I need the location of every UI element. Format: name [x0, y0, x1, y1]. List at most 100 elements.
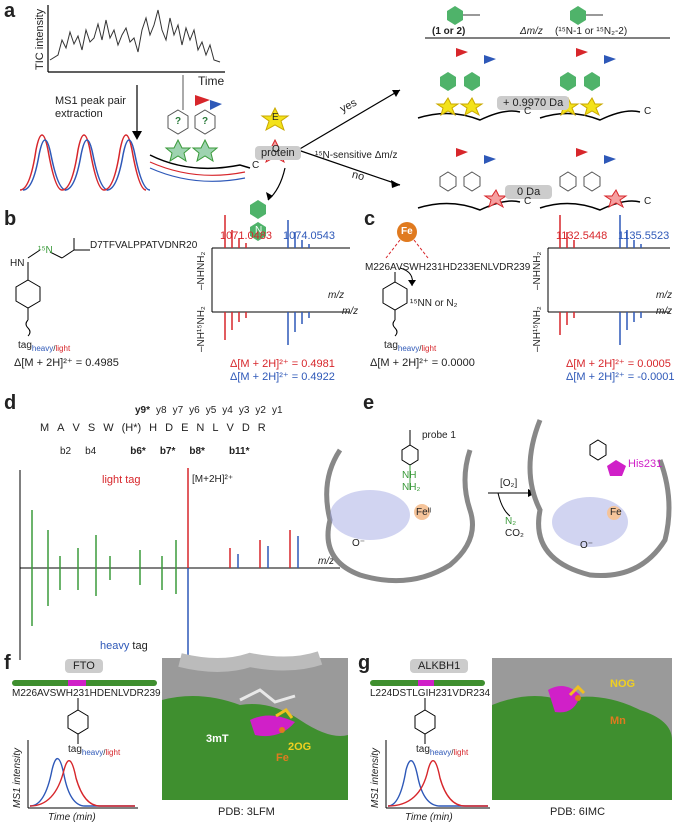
light-tag-label: light tag — [102, 474, 141, 486]
header-delta: Δm/z — [520, 26, 543, 37]
co2-label-e: CO₂ — [505, 528, 524, 539]
mz-blue-c: 1135.5523 — [618, 230, 670, 242]
ylabel-g: MS1 intensity — [370, 747, 381, 808]
fe2-label: Feᴵᴵ — [416, 507, 432, 518]
y-ion-row: y9* y8 y7 y6 y5 y4 y3 y2 y1 — [135, 405, 283, 416]
delta-blue-c: Δ[M + 2H]²⁺ = -0.0001 — [566, 371, 675, 383]
question-mark-2: ? — [202, 116, 209, 127]
residue: V — [226, 422, 234, 434]
fe-label-e: Fe — [610, 507, 622, 518]
mz-label-b-top: m/z — [328, 290, 345, 301]
delta-blue-b: Δ[M + 2H]²⁺ = 0.4922 — [230, 371, 335, 383]
delta-red-c: Δ[M + 2H]²⁺ = 0.0005 — [566, 358, 671, 370]
residue: E — [181, 422, 189, 434]
panel-label-a: a — [4, 0, 16, 22]
om-label-right: O⁻ — [580, 540, 594, 551]
residue: R — [257, 422, 266, 434]
panel-label-g: g — [358, 652, 371, 674]
delta-calc-b: Δ[M + 2H]²⁺ = 0.4985 — [14, 357, 119, 369]
tag-c: tagheavy/light — [384, 340, 437, 353]
protein-label-g: ALKBH1 — [410, 659, 469, 673]
question-mark-1: ? — [175, 116, 182, 127]
mz-label-c-top: m/z — [656, 290, 673, 301]
c-term-label: C — [252, 160, 260, 171]
c-term-label-yes1: C — [524, 106, 532, 117]
n15-label-b: ¹⁵N — [38, 245, 53, 256]
mz-label-c-bot: m/z — [656, 306, 673, 317]
b-ion: b11* — [228, 446, 250, 457]
e-star-label: E — [272, 112, 279, 123]
mz-label-d: m/z — [318, 556, 335, 567]
panel-label-e: e — [363, 392, 375, 414]
residue: L — [212, 422, 219, 434]
peptide-g: L224DSTLGIH231VDR234 — [370, 688, 491, 699]
residue: (H*) — [121, 422, 142, 434]
mz-red-c: 1132.5448 — [556, 230, 608, 242]
b-ion: b6* — [130, 446, 146, 457]
header-n15: (¹⁵N-1 or ¹⁵N₂-2) — [555, 26, 628, 37]
peptide-f: M226AVSWH231HDENLVDR239 — [12, 688, 161, 699]
y-ion: y5 — [205, 405, 217, 416]
metal-f: Fe — [276, 752, 289, 764]
y-ion: y9* — [135, 405, 151, 416]
tic-xlabel: Time — [198, 74, 225, 88]
n15-sensitive-label: ¹⁵N-sensitive Δm/z — [315, 150, 398, 161]
residue: N — [196, 422, 205, 434]
delta-red-b: Δ[M + 2H]²⁺ = 0.4981 — [230, 358, 335, 370]
delta-no: 0 Da — [505, 185, 553, 199]
tag-g: tagheavy/light — [416, 744, 469, 757]
delta-calc-c: Δ[M + 2H]²⁺ = 0.0000 — [370, 357, 475, 369]
xlabel-f: Time (min) — [48, 812, 96, 823]
pdb-f: PDB: 3LFM — [218, 806, 275, 818]
protein-box: protein — [255, 146, 301, 160]
c-term-label-no1: C — [524, 196, 532, 207]
b-ion: b7* — [159, 446, 176, 457]
sequence-row: M A V S W (H*) H D E N L V D R — [40, 422, 266, 434]
residue: D — [241, 422, 250, 434]
c-term-label-no2: C — [644, 196, 652, 207]
o2-label: [O₂] — [500, 478, 518, 489]
mz-label-b-bot: m/z — [342, 306, 359, 317]
b-ion-row: b2 b4 b6* b7* b8* b11* — [60, 446, 250, 457]
residue: W — [103, 422, 114, 434]
ligand2-f: 2OG — [288, 741, 312, 753]
residue: S — [87, 422, 96, 434]
mz-blue-b: 1074.0543 — [283, 230, 335, 242]
residue: A — [57, 422, 65, 434]
y-ion: y3 — [238, 405, 250, 416]
mz-red-b: 1071.0483 — [220, 230, 272, 242]
tag-b: tagheavy/light — [18, 340, 71, 353]
hn-b: HN — [10, 258, 25, 269]
y-ion: y7 — [172, 405, 184, 416]
protein-label-f: FTO — [65, 659, 103, 673]
panel-label-c: c — [364, 208, 376, 230]
delta-yes: + 0.9970 Da — [497, 96, 570, 110]
pdb-g: PDB: 6IMC — [550, 806, 606, 818]
panel-label-b: b — [4, 208, 17, 230]
c-term-label-yes2: C — [644, 106, 652, 117]
y-ion: y1 — [271, 405, 283, 416]
b-ion: b8* — [189, 446, 205, 457]
nh2-label: NH₂ — [402, 482, 421, 493]
precursor-label: [M+2H]²⁺ — [192, 474, 234, 485]
tag-f: tagheavy/light — [68, 744, 121, 757]
residue: V — [72, 422, 80, 434]
y-ion: y4 — [222, 405, 233, 416]
y-ion: y2 — [255, 405, 266, 416]
n2-c: ¹⁵NN or N₂ — [410, 298, 458, 309]
panel-label-d: d — [4, 392, 17, 414]
y-ion: y8 — [156, 405, 167, 416]
peptide-c: M226AVSWH231HD233ENLVDR239 — [365, 262, 531, 273]
n2-label-e: N₂ — [505, 516, 517, 527]
ligand-g: NOG — [610, 678, 636, 690]
residue: M — [40, 422, 50, 434]
probe-label: probe 1 — [422, 430, 456, 441]
xlabel-g: Time (min) — [405, 812, 453, 823]
residue: D — [165, 422, 174, 434]
panel-label-f: f — [4, 652, 11, 674]
